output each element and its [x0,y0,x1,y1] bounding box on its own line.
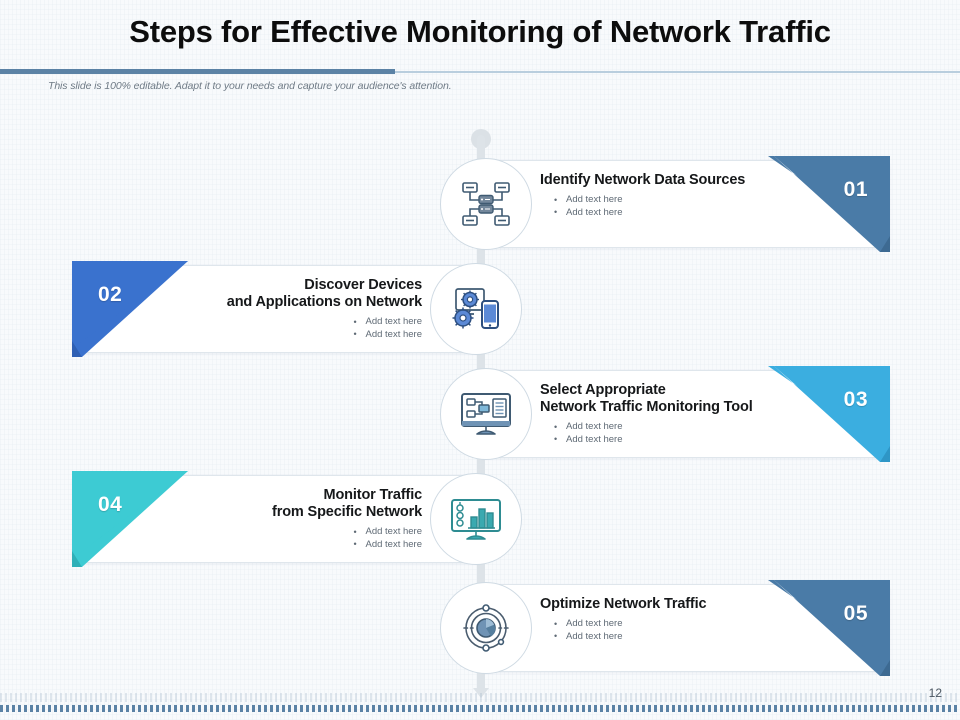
step-badge-wedge-03 [768,366,890,462]
page-title: Steps for Effective Monitoring of Networ… [129,14,831,49]
monitor-flowchart-icon [458,386,514,442]
step-number-badge-03: 03 [768,366,890,462]
step-icon-circle-02 [430,263,522,355]
step-icon-circle-03 [440,368,532,460]
step-number-badge-02: 02 [72,261,194,357]
step-bullets-03: Add text hereAdd text here [552,421,755,446]
step-bullet-item: Add text here [552,433,755,447]
step-title-line1: Optimize Network Traffic [540,596,707,612]
step-title-01: Identify Network Data Sources [540,172,755,189]
step-bullet-item: Add text here [552,618,755,631]
step-title-05: Optimize Network Traffic [540,596,755,613]
step-badge-wedge-05 [768,580,890,676]
footer-hairline [0,693,960,702]
title-divider [0,69,960,74]
step-bullet-item: Add text here [552,630,755,644]
step-badge-wedge-01 [768,156,890,252]
step-title-line1: Discover Devices [304,277,422,293]
step-bullets-04: Add text hereAdd text here [351,526,422,551]
title-divider-light-segment [395,71,960,73]
step-icon-circle-05 [440,582,532,674]
step-number-badge-04: 04 [72,471,194,567]
step-bullet-item: Add text here [351,526,422,539]
step-icon-circle-01 [440,158,532,250]
monitor-barchart-icon [448,491,504,547]
step-bullet-item: Add text here [351,328,422,342]
step-row-01: 01 [440,152,890,256]
step-number-badge-01: 01 [768,156,890,252]
step-title-line2: Network Traffic Monitoring Tool [540,399,753,415]
step-bullets-01: Add text hereAdd text here [552,194,755,219]
step-title-line1: Identify Network Data Sources [540,172,746,188]
step-bullets-02: Add text hereAdd text here [351,316,422,341]
step-badge-wedge-02 [72,261,194,357]
timeline-bottom-arrow [473,688,489,698]
step-number-01: 01 [843,178,868,201]
step-number-02: 02 [98,283,123,306]
step-bullet-item: Add text here [552,206,755,220]
devices-settings-icon [448,281,504,337]
step-number-05: 05 [843,602,868,625]
step-title-line2: from Specific Network [272,504,422,520]
step-bullet-item: Add text here [351,538,422,552]
page-number: 12 [928,686,942,700]
step-number-badge-05: 05 [768,580,890,676]
step-icon-circle-04 [430,473,522,565]
step-title-line2: and Applications on Network [226,294,422,310]
step-row-02: 02 [72,257,522,361]
step-text-block-01: Identify Network Data SourcesAdd text he… [540,172,755,219]
step-number-03: 03 [843,388,868,411]
step-bullets-05: Add text hereAdd text here [552,618,755,643]
title-divider-dark-segment [0,69,395,74]
step-bullet-item: Add text here [351,316,422,329]
orbit-analytics-icon [458,600,514,656]
network-topology-icon [458,176,514,232]
footer-dotted-rule [0,705,960,712]
step-bullet-item: Add text here [552,421,755,434]
step-row-05: 05 Optimize Network TrafficAdd text here… [440,576,890,680]
step-bullet-item: Add text here [552,194,755,207]
slide-header: Steps for Effective Monitoring of Networ… [0,0,960,92]
step-number-04: 04 [98,493,123,516]
step-text-block-05: Optimize Network TrafficAdd text hereAdd… [540,596,755,643]
step-title-line1: Select Appropriate [540,382,666,398]
step-badge-wedge-04 [72,471,194,567]
step-title-line1: Monitor Traffic [323,487,423,503]
slide-subtitle: This slide is 100% editable. Adapt it to… [48,80,452,92]
